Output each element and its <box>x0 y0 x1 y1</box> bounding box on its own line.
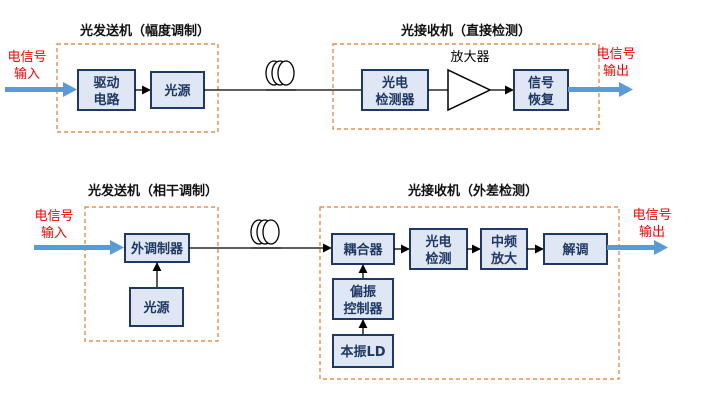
amplifier-triangle-icon <box>447 68 492 112</box>
top-output-arrow <box>568 82 633 97</box>
bottom-demodulation-block: 解调 <box>543 233 608 265</box>
bottom-rx-title: 光接收机（外差检测） <box>407 183 538 199</box>
top-input-arrow <box>5 82 77 97</box>
top-driver-label-2: 电路 <box>93 92 120 108</box>
top-signal-recovery-block: 信号 恢复 <box>513 69 569 111</box>
top-receiver-group <box>332 43 600 130</box>
bottom-receiver-group <box>319 206 620 380</box>
bottom-polarization-controller-block: 偏振 控制器 <box>332 278 394 320</box>
bottom-transmitter-group <box>84 206 219 342</box>
top-input-label-1: 电信号 <box>7 50 46 65</box>
top-recovery-label-1: 信号 <box>528 75 554 91</box>
bottom-coupler-block: 耦合器 <box>331 233 395 265</box>
fiber-coil-icon <box>265 60 295 86</box>
bottom-modulator-label: 外调制器 <box>130 241 184 257</box>
top-driver-label-1: 驱动 <box>93 76 119 91</box>
bottom-output-label-1: 电信号 <box>632 208 671 223</box>
top-tx-title: 光发送机（幅度调制） <box>79 23 210 39</box>
bottom-source-label: 光源 <box>142 300 169 316</box>
bottom-polctrl-label-2: 控制器 <box>343 301 383 317</box>
bottom-ifamp-label-2: 放大 <box>490 251 517 267</box>
bottom-input-label-2: 输入 <box>41 225 67 241</box>
top-transmitter-group <box>56 43 219 133</box>
bottom-polctrl-label-1: 偏振 <box>350 284 376 300</box>
top-amplifier-label: 放大器 <box>450 50 489 65</box>
bottom-photodetector-block: 光电 检测 <box>409 228 468 270</box>
top-light-source-block: 光源 <box>150 71 205 109</box>
top-rx-title: 光接收机（直接检测） <box>400 23 531 39</box>
top-detector-label-1: 光电 <box>381 75 408 91</box>
bottom-external-modulator-block: 外调制器 <box>124 233 190 263</box>
bottom-detector-label-2: 检测 <box>425 251 451 267</box>
top-output-label-2: 输出 <box>603 63 629 79</box>
bottom-coupler-label: 耦合器 <box>343 242 383 258</box>
bottom-output-arrow <box>607 240 668 255</box>
top-input-label-2: 输入 <box>14 66 40 82</box>
bottom-ifamp-label-1: 中频 <box>491 234 517 250</box>
bottom-if-amplifier-block: 中频 放大 <box>480 228 528 270</box>
top-detector-label-2: 检测器 <box>375 92 415 108</box>
bottom-input-label-1: 电信号 <box>34 209 73 224</box>
bottom-light-source-block: 光源 <box>129 287 184 327</box>
bottom-tx-title: 光发送机（相干调制） <box>87 183 218 199</box>
top-output-label-1: 电信号 <box>596 47 635 62</box>
bottom-output-label-2: 输出 <box>639 224 665 240</box>
fiber-coil-icon <box>250 219 280 245</box>
bottom-lo-label: 本振LD <box>340 344 385 360</box>
bottom-demod-label: 解调 <box>561 242 588 258</box>
top-recovery-label-2: 恢复 <box>528 92 555 108</box>
top-photodetector-block: 光电 检测器 <box>361 69 429 111</box>
bottom-input-arrow <box>34 240 124 255</box>
bottom-local-oscillator-block: 本振LD <box>332 334 394 368</box>
top-source-label: 光源 <box>163 83 190 99</box>
top-driver-circuit-block: 驱动 电路 <box>77 69 136 111</box>
bottom-detector-label-1: 光电 <box>424 234 451 250</box>
